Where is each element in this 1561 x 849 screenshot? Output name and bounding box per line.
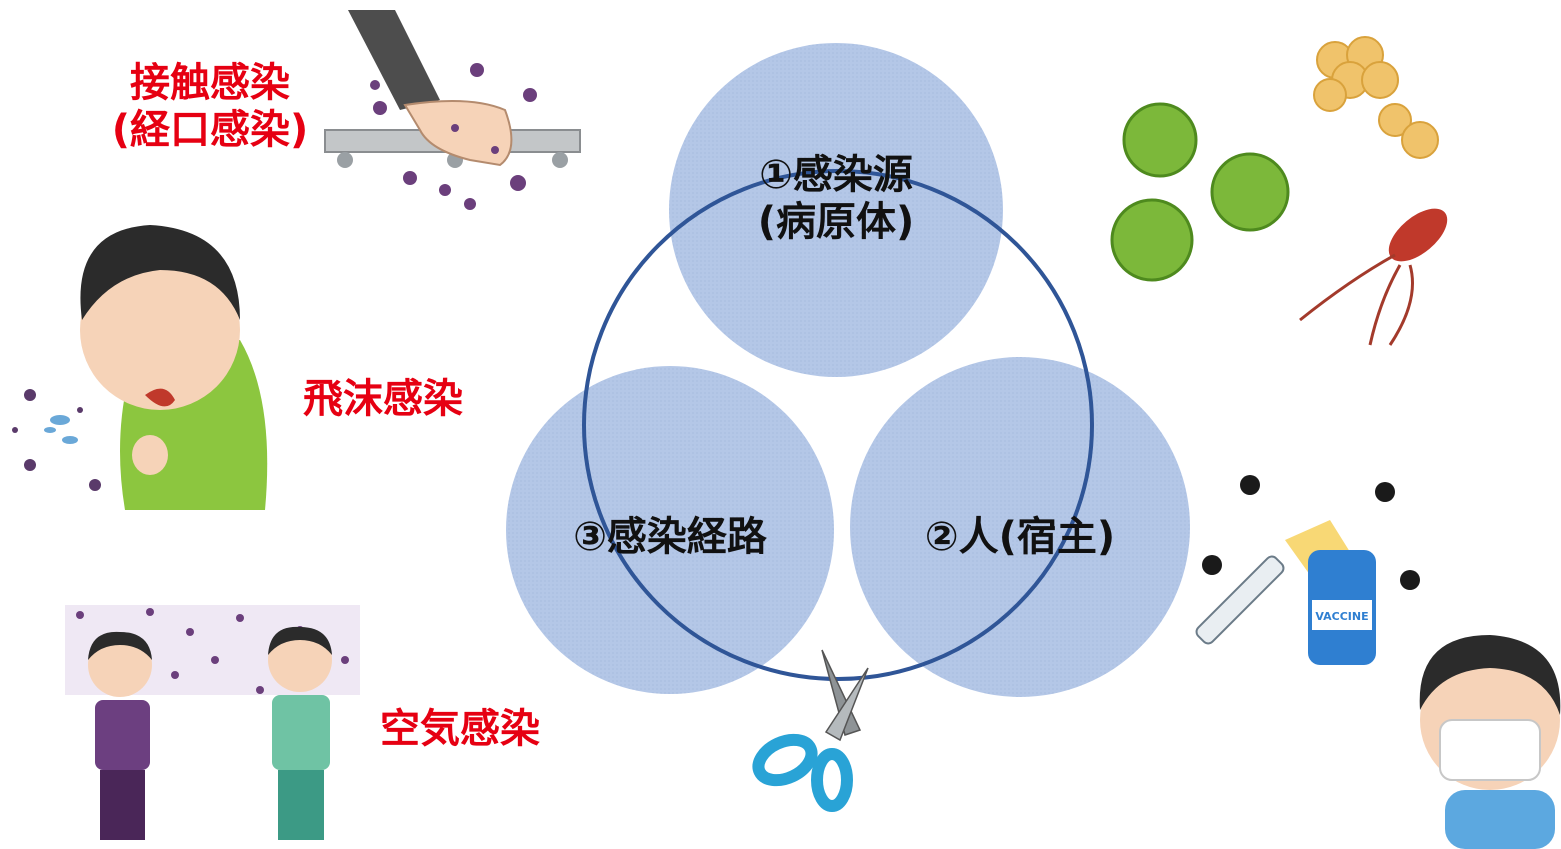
- circle-source: [669, 43, 1003, 377]
- contact-infection-line1: 接触感染: [130, 60, 290, 106]
- droplet-infection-label: 飛沫感染: [303, 376, 463, 422]
- droplet-infection-illustration: [12, 225, 268, 510]
- chain-ring: [582, 169, 1094, 681]
- airborne-infection-label: 空気感染: [380, 706, 540, 752]
- vaccine-label: VACCINE: [1315, 610, 1368, 623]
- masked-person-illustration: [1419, 635, 1561, 849]
- scissors-icon: [752, 649, 869, 812]
- circle-host: [850, 357, 1190, 697]
- source-label-line1: ①感染源: [759, 152, 913, 198]
- host-label: ②人(宿主): [924, 514, 1116, 560]
- contact-infection-illustration: [324, 10, 581, 210]
- route-label: ③感染経路: [573, 514, 767, 560]
- pathogen-illustration: [1110, 36, 1448, 346]
- source-label: ①感染源 (病原体): [700, 152, 972, 246]
- contact-infection-line2: (経口感染): [111, 107, 309, 154]
- source-label-line2: (病原体): [757, 199, 915, 246]
- airborne-infection-illustration: [65, 605, 360, 840]
- vaccine-illustration: VACCINE: [1195, 475, 1420, 665]
- contact-infection-label: 接触感染 (経口感染): [80, 60, 340, 154]
- circle-route: [506, 366, 834, 694]
